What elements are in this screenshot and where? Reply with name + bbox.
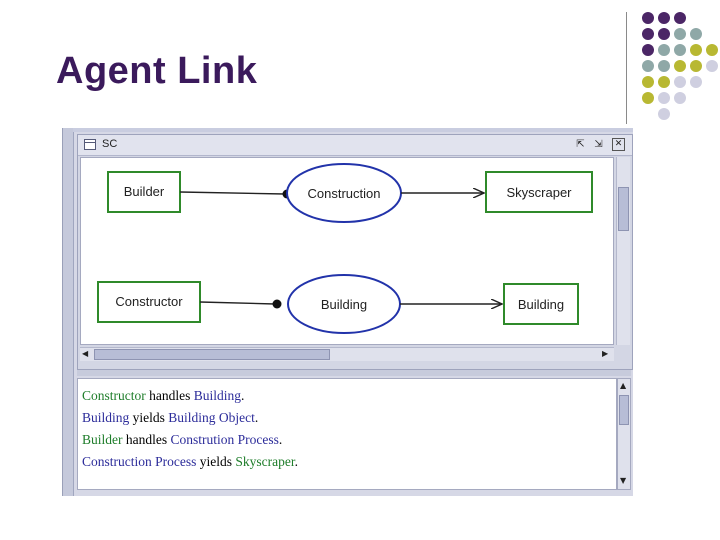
diagram-frame: SC ⇱ ⇲ ✕ Builder Construction [77,134,633,370]
target-node-building[interactable] [503,283,579,325]
description-segment: handles [122,432,171,447]
app-top-strip [73,128,633,132]
decor-dot [690,28,702,40]
description-lines: Constructor handles Building.Building yi… [82,385,616,473]
decor-dot [658,76,670,88]
description-line: Building yields Building Object. [82,407,616,429]
scroll-down-icon[interactable]: ▼ [620,476,627,485]
decor-dot [674,60,686,72]
decor-dot [674,76,686,88]
decor-dot [658,92,670,104]
connector-line [179,191,286,195]
decor-dot [658,108,670,120]
scroll-up-icon[interactable]: ▲ [620,381,627,390]
scroll-left-icon[interactable]: ◀ [82,349,89,358]
description-segment: yields [196,454,236,469]
close-button[interactable]: ✕ [612,138,625,151]
target-node-skyscraper[interactable] [485,171,593,213]
decor-dot [642,28,654,40]
description-segment: Constructor [82,388,146,403]
description-text-pane[interactable]: Constructor handles Building.Building yi… [77,378,617,490]
link-label: Construction [308,186,381,201]
decor-dot [642,12,654,24]
description-line: Builder handles Constrution Process. [82,429,616,451]
description-segment: . [254,410,259,425]
decor-dot [674,12,686,24]
agent-label: Builder [124,184,165,199]
scroll-right-icon[interactable]: ▶ [602,349,609,358]
description-segment: Building [82,410,130,425]
decorative-divider [626,12,627,124]
slide-title: Agent Link [56,50,258,92]
decor-dot [642,92,654,104]
frame-titlebar[interactable]: SC ⇱ ⇲ ✕ [78,135,632,156]
app-left-bar [63,128,74,496]
frame-title: SC [102,138,118,150]
decor-dot [642,76,654,88]
decor-dot [658,28,670,40]
agent-label: Constructor [115,294,183,309]
connector-line [199,301,276,305]
decor-dot [674,28,686,40]
description-segment: Building Object [168,410,255,425]
link-endpoint-dot [272,299,282,309]
decor-dot [658,44,670,56]
description-segment: Constrution Process [170,432,279,447]
scroll-thumb[interactable] [618,187,629,231]
description-segment: Builder [82,432,123,447]
decor-dot [642,44,654,56]
target-label: Building [518,297,564,312]
decor-dot [706,60,718,72]
link-label: Building [321,297,367,312]
decor-dot [658,60,670,72]
description-segment: . [241,388,245,403]
text-pane-scrollbar[interactable]: ▲ ▼ [617,378,631,490]
decor-dot [690,44,702,56]
restore-button[interactable]: ⇱ [576,139,585,150]
diagram-horizontal-scrollbar[interactable]: ◀ ▶ [80,347,614,361]
maximize-button[interactable]: ⇲ [594,139,603,150]
decor-dot [690,60,702,72]
decor-dot [690,76,702,88]
scroll-thumb[interactable] [619,395,629,425]
decor-dot [674,44,686,56]
decor-dot [674,92,686,104]
diagram-vertical-scrollbar[interactable] [616,157,630,345]
description-segment: handles [145,388,194,403]
description-line: Construction Process yields Skyscraper. [82,451,616,473]
app-window: SC ⇱ ⇲ ✕ Builder Construction [62,128,633,496]
description-segment: yields [129,410,169,425]
diagram-canvas[interactable]: Builder Construction Skyscraper Construc… [80,157,614,345]
pane-splitter[interactable] [77,370,631,376]
scroll-thumb[interactable] [94,349,330,360]
decor-dot [642,60,654,72]
description-segment: Skyscraper [235,454,295,469]
window-frame-icon [84,139,96,150]
target-label: Skyscraper [506,185,572,200]
description-segment: Construction Process [82,454,197,469]
decor-dot [658,12,670,24]
diagram-svg: Builder Construction Skyscraper Construc… [97,163,593,334]
agent-node-builder[interactable] [107,171,181,213]
agent-node-constructor[interactable] [97,281,201,323]
description-segment: Building [193,388,242,403]
decor-dot [706,44,718,56]
description-segment: . [278,432,283,447]
description-segment: . [294,454,298,469]
description-line: Constructor handles Building. [82,385,616,407]
